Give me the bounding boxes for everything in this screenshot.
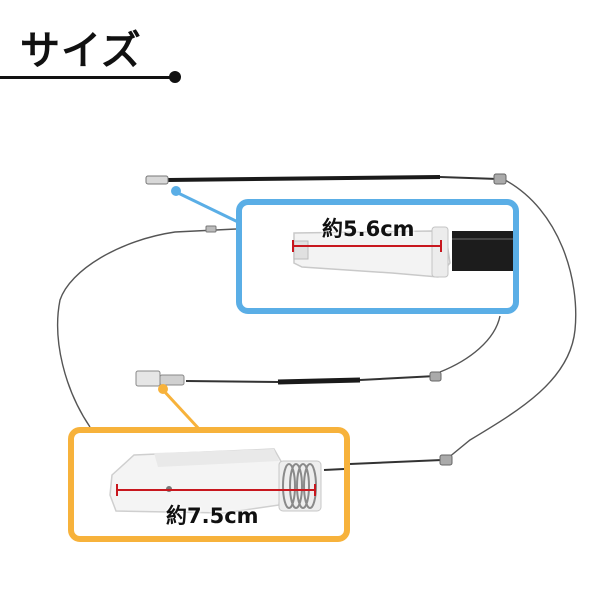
top-measure-line bbox=[292, 245, 442, 247]
title-underline-dot bbox=[169, 71, 181, 83]
lower-cable-thin bbox=[185, 380, 279, 383]
middle-thin-wire bbox=[57, 228, 237, 428]
top-detail-callout: 約5.6cm bbox=[236, 199, 519, 314]
title-underline bbox=[0, 76, 174, 79]
top-cable-ferrule bbox=[493, 173, 507, 185]
inner-thin-wire bbox=[439, 315, 501, 373]
lower-cable-end-collar bbox=[159, 374, 185, 386]
top-callout-leader bbox=[175, 190, 239, 224]
top-measure-tick-right bbox=[440, 240, 442, 252]
bottom-measure-tick-right bbox=[314, 484, 316, 496]
bottom-measure-line bbox=[116, 489, 316, 491]
lower-cable-tail bbox=[359, 375, 437, 381]
bottom-callout-leader-dot bbox=[158, 384, 168, 394]
lower-cable-housing bbox=[277, 377, 361, 385]
lower-cable-end-block bbox=[135, 370, 161, 387]
bottom-callout-leader bbox=[161, 388, 202, 432]
top-measure-tick-left bbox=[292, 240, 294, 252]
bottom-cable bbox=[349, 459, 443, 465]
top-callout-leader-dot bbox=[171, 186, 181, 196]
middle-wire-clip bbox=[205, 225, 217, 233]
top-cable-end-cap bbox=[145, 175, 169, 185]
top-cable-tail bbox=[439, 176, 499, 180]
top-measurement-label: 約5.6cm bbox=[322, 217, 415, 241]
bottom-measure-tick-left bbox=[116, 484, 118, 496]
bottom-detail-callout: 約7.5cm bbox=[68, 427, 350, 542]
bottom-cable-ferrule bbox=[439, 454, 453, 466]
top-cable-housing bbox=[167, 175, 441, 182]
bottom-measurement-label: 約7.5cm bbox=[166, 504, 259, 528]
page-title: サイズ bbox=[20, 28, 142, 74]
bottom-end-fitting-closeup bbox=[109, 448, 344, 514]
lower-cable-ferrule bbox=[429, 371, 442, 382]
outer-thin-wire bbox=[447, 179, 577, 459]
